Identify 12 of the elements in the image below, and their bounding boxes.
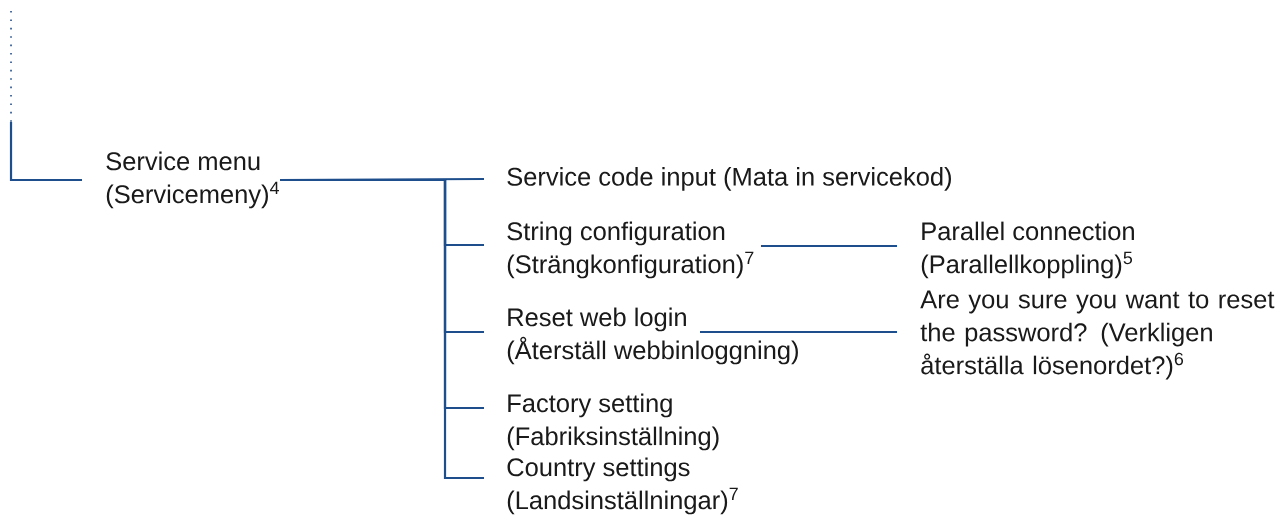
menu-item: Service menu (Servicemeny)$^{4}$ bbox=[106, 151, 279, 209]
menu-item: Reset web login (Återställ webbinloggning) bbox=[507, 307, 798, 365]
connector-line bbox=[760, 244, 897, 248]
menu-item: Parallel connection (Parallellkoppling)$^{5}$ bbox=[921, 221, 1134, 279]
menu-item: Country settings (Landsinställningar)$^{7}$ bbox=[507, 457, 738, 515]
menu-item: Are you sure you want to reset the password? (Verkligen återställa lösenordet?)$^{6}$ bbox=[920, 290, 1275, 380]
menu-item: Service code input (Mata in servicekod) bbox=[507, 167, 951, 191]
menu-item: String configuration (Strängkonfiguration)$^{7}$ bbox=[507, 221, 754, 279]
menu-item: Factory setting (Fabriksinställning) bbox=[507, 393, 719, 451]
connector-line bbox=[280, 178, 484, 480]
connector-line bbox=[9, 122, 82, 182]
connector-line bbox=[700, 330, 897, 334]
